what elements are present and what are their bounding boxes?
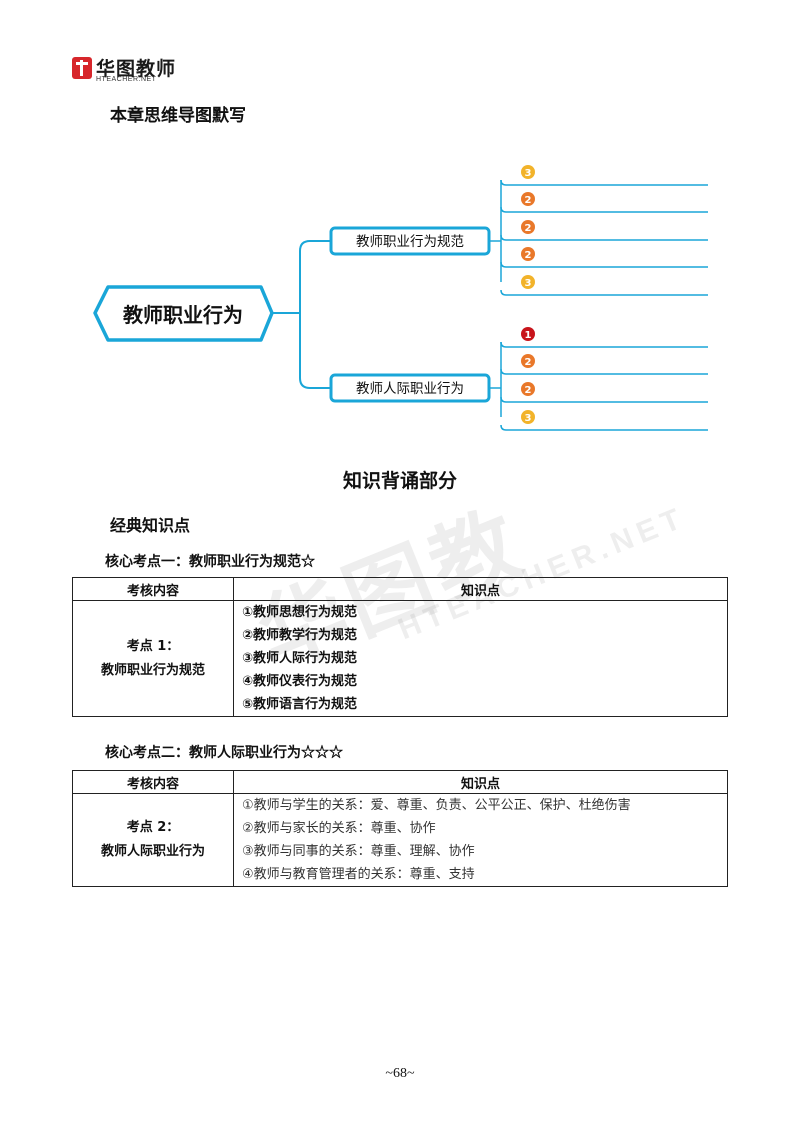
level-badge-icon xyxy=(521,327,535,341)
page-number: ~68~ xyxy=(385,1066,415,1081)
root-node-label: 教师职业行为 xyxy=(123,303,243,327)
level-badge-icon xyxy=(521,247,535,261)
leaf-line xyxy=(500,341,708,348)
hteacher-logo: 华图教师 HTEACHER.NET xyxy=(72,56,192,84)
leaf-node: 3 xyxy=(500,275,708,296)
knowledge-item: ③教师人际行为规范 xyxy=(242,651,358,666)
branch-node-box xyxy=(329,226,491,256)
table-row: 考点 1： 教师职业行为规范 ①教师思想行为规范 ②教师教学行为规范 ③教师人际… xyxy=(72,600,728,717)
assessment-topic: 教师职业行为规范 xyxy=(100,662,205,678)
point-2-table: 考核内容 知识点 考点 2： 教师人际职业行为 ①教师与学生的关系：爱、尊重、负… xyxy=(72,770,728,887)
subsection-title: 经典知识点 xyxy=(110,516,191,535)
point-1-heading: 核心考点一：教师职业行为规范☆ xyxy=(105,554,315,570)
header-knowledge: 知识点 xyxy=(233,770,728,794)
leaf-line xyxy=(500,234,708,241)
point-2-heading: 核心考点二：教师人际职业行为☆☆☆ xyxy=(105,745,343,761)
logo-subtitle: HTEACHER.NET xyxy=(96,76,157,83)
logo-name: 华图教师 xyxy=(96,58,177,80)
mindmap-root-node: 教师职业行为 xyxy=(93,285,274,342)
header-assessment: 考核内容 xyxy=(72,770,234,794)
table-header-row: 考核内容 知识点 xyxy=(72,770,728,794)
leaf-node: 2 xyxy=(500,192,708,213)
mindmap-leaves: 3 2 2 2 3 1 2 2 3 xyxy=(500,165,708,431)
level-badge-icon xyxy=(521,165,535,179)
leaf-node: 2 xyxy=(500,354,708,375)
level-badge-number: 2 xyxy=(525,250,532,261)
leaf-node: 3 xyxy=(500,410,708,431)
leaf-node: 2 xyxy=(500,382,708,403)
level-badge-icon xyxy=(521,220,535,234)
branch-connector xyxy=(299,313,331,389)
point-1-table: 考核内容 知识点 考点 1： 教师职业行为规范 ①教师思想行为规范 ②教师教学行… xyxy=(72,577,728,717)
table-header-row: 考核内容 知识点 xyxy=(72,577,728,601)
header-assessment: 考核内容 xyxy=(72,577,234,601)
leaf-line xyxy=(500,179,708,186)
assessment-number: 考点 1： xyxy=(126,638,180,654)
leaf-line xyxy=(500,368,708,375)
branch-node: 教师人际职业行为 xyxy=(329,373,491,403)
level-badge-icon xyxy=(521,354,535,368)
level-badge-number: 1 xyxy=(525,330,532,341)
knowledge-cell: ①教师思想行为规范 ②教师教学行为规范 ③教师人际行为规范 ④教师仪表行为规范 … xyxy=(233,600,728,717)
branch-connector xyxy=(299,240,331,313)
leaf-line xyxy=(500,261,708,268)
knowledge-item: ②教师教学行为规范 xyxy=(242,628,358,643)
knowledge-item: ③教师与同事的关系：尊重、理解、协作 xyxy=(242,844,475,859)
level-badge-icon xyxy=(521,410,535,424)
logo-mark-icon xyxy=(72,57,92,79)
leaf-node: 3 xyxy=(500,165,708,186)
branch-node: 教师职业行为规范 xyxy=(329,226,491,256)
root-node-shape xyxy=(93,285,274,342)
level-badge-icon xyxy=(521,192,535,206)
leaf-line xyxy=(500,206,708,213)
level-badge-icon xyxy=(521,275,535,289)
knowledge-item: ④教师与教育管理者的关系：尊重、支持 xyxy=(242,867,475,882)
level-badge-number: 3 xyxy=(525,168,532,179)
branch-node-label: 教师职业行为规范 xyxy=(356,234,464,250)
knowledge-item: ①教师思想行为规范 xyxy=(242,605,358,620)
table-row: 考点 2： 教师人际职业行为 ①教师与学生的关系：爱、尊重、负责、公平公正、保护… xyxy=(72,793,728,887)
level-badge-number: 3 xyxy=(525,278,532,289)
level-badge-number: 2 xyxy=(525,195,532,206)
branch-node-label: 教师人际职业行为 xyxy=(356,381,464,397)
knowledge-cell: ①教师与学生的关系：爱、尊重、负责、公平公正、保护、杜绝伤害 ②教师与家长的关系… xyxy=(233,793,728,887)
level-badge-number: 2 xyxy=(525,223,532,234)
assessment-cell: 考点 2： 教师人际职业行为 xyxy=(72,793,234,887)
leaf-line xyxy=(500,424,708,431)
level-badge-number: 3 xyxy=(525,413,532,424)
leaf-node: 2 xyxy=(500,220,708,241)
knowledge-item: ④教师仪表行为规范 xyxy=(242,674,358,689)
header-knowledge: 知识点 xyxy=(233,577,728,601)
level-badge-icon xyxy=(521,382,535,396)
level-badge-number: 2 xyxy=(525,385,532,396)
assessment-cell: 考点 1： 教师职业行为规范 xyxy=(72,600,234,717)
assessment-number: 考点 2： xyxy=(126,820,180,835)
mindmap-title: 本章思维导图默写 xyxy=(110,106,246,126)
leaf-node: 2 xyxy=(500,247,708,268)
branch-node-box xyxy=(329,373,491,403)
assessment-topic: 教师人际职业行为 xyxy=(100,844,205,859)
knowledge-item: ①教师与学生的关系：爱、尊重、负责、公平公正、保护、杜绝伤害 xyxy=(242,798,631,813)
knowledge-item: ②教师与家长的关系：尊重、协作 xyxy=(242,821,436,836)
leaf-node: 1 xyxy=(500,327,708,348)
knowledge-item: ⑤教师语言行为规范 xyxy=(242,697,358,712)
section-title: 知识背诵部分 xyxy=(342,470,457,492)
level-badge-number: 2 xyxy=(525,357,532,368)
leaf-line xyxy=(500,396,708,403)
leaf-line xyxy=(500,289,708,296)
